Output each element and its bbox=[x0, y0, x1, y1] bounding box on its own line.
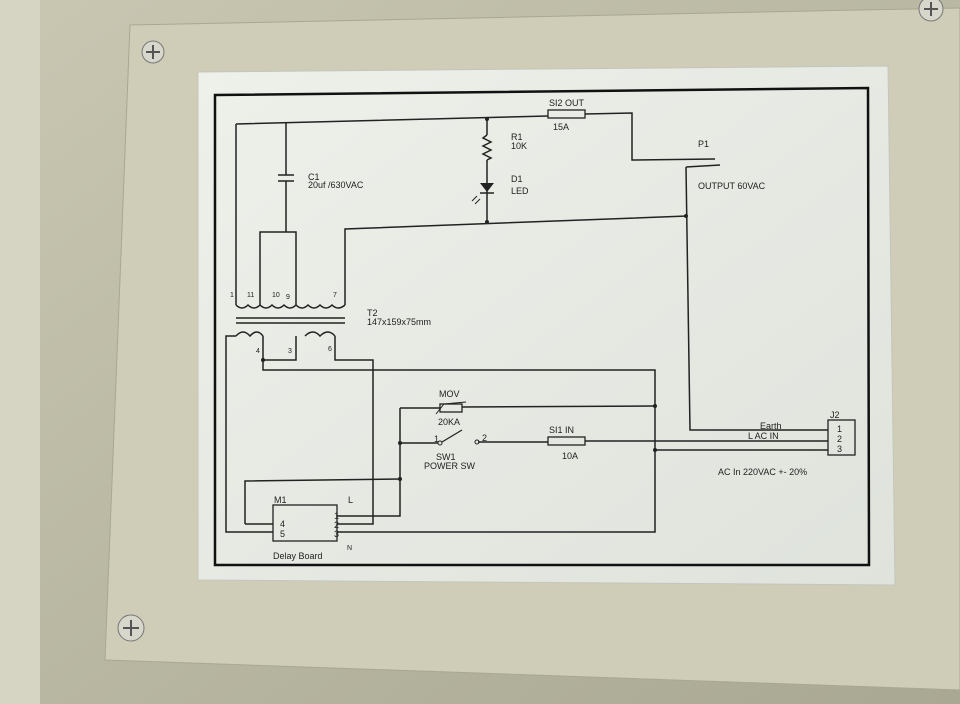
transformer-pin-labels: 1 11 10 9 7 4 3 6 bbox=[230, 292, 337, 355]
line-label: L AC IN bbox=[748, 431, 779, 441]
resistor-value: 10K bbox=[511, 141, 527, 151]
svg-text:4: 4 bbox=[256, 348, 260, 355]
j2-pin-2: 2 bbox=[837, 434, 842, 444]
j2-pin-3: 3 bbox=[837, 444, 842, 454]
delay-board-n: N bbox=[347, 545, 352, 552]
fuse-in-rating: 10A bbox=[562, 451, 578, 461]
m1-pin-2: 2 bbox=[334, 520, 339, 530]
fuse-in-symbol bbox=[547, 436, 586, 446]
svg-text:3: 3 bbox=[288, 348, 292, 355]
left-frame bbox=[0, 0, 40, 704]
transformer-size: 147x159x75mm bbox=[367, 317, 431, 327]
switch-name: SW1 bbox=[436, 452, 456, 462]
capacitor-symbol bbox=[278, 174, 294, 182]
m1-pin-4: 4 bbox=[280, 519, 285, 529]
fuse-out-rating: 15A bbox=[553, 122, 569, 132]
led-symbol bbox=[471, 183, 494, 205]
transformer-symbol bbox=[235, 303, 346, 338]
svg-text:1: 1 bbox=[230, 292, 234, 299]
mov-rating: 20KA bbox=[438, 417, 460, 427]
capacitor-name: C1 bbox=[308, 172, 320, 182]
ac-input-note: AC In 220VAC +- 20% bbox=[718, 467, 807, 477]
switch-pin2: 2 bbox=[482, 433, 487, 443]
svg-text:11: 11 bbox=[247, 292, 254, 299]
svg-text:6: 6 bbox=[328, 346, 332, 353]
output-name: P1 bbox=[698, 139, 709, 149]
svg-text:9: 9 bbox=[286, 294, 290, 301]
led-name: D1 bbox=[511, 174, 523, 184]
sheet-border bbox=[213, 86, 871, 567]
delay-board-label: Delay Board bbox=[273, 551, 323, 561]
m1-pin-5: 5 bbox=[280, 529, 285, 539]
fuse-out-symbol bbox=[547, 109, 586, 119]
j2-pin-1: 1 bbox=[837, 424, 842, 434]
transformer-name: T2 bbox=[367, 308, 378, 318]
j2-connector bbox=[827, 419, 856, 456]
screw-icon bbox=[141, 40, 165, 64]
delay-board-l: L bbox=[348, 495, 353, 505]
fuse-out-name: SI2 OUT bbox=[549, 98, 585, 108]
mov-symbol bbox=[435, 401, 467, 415]
output-label: OUTPUT 60VAC bbox=[698, 181, 766, 191]
resistor-symbol bbox=[481, 134, 493, 161]
diagram-sheet bbox=[197, 65, 896, 586]
fuse-in-name: SI1 IN bbox=[549, 425, 574, 435]
junction-dots bbox=[261, 117, 688, 481]
m1-pin-1: 1 bbox=[334, 511, 339, 521]
led-value: LED bbox=[511, 186, 529, 196]
m1-pin-3: 3 bbox=[334, 529, 339, 539]
mov-name: MOV bbox=[439, 389, 460, 399]
switch-pin1: 1 bbox=[434, 434, 439, 444]
resistor-name: R1 bbox=[511, 132, 523, 142]
switch-symbol bbox=[437, 429, 480, 446]
capacitor-value: 20uf /630VAC bbox=[308, 180, 364, 190]
screw-icon bbox=[918, 0, 944, 22]
connector-name: J2 bbox=[830, 410, 840, 420]
delay-board-box bbox=[272, 504, 338, 542]
screw-icon bbox=[117, 614, 145, 642]
switch-label: POWER SW bbox=[424, 461, 476, 471]
earth-label: Earth bbox=[760, 421, 782, 431]
svg-text:7: 7 bbox=[333, 292, 337, 299]
delay-board-name: M1 bbox=[274, 495, 287, 505]
svg-text:10: 10 bbox=[272, 292, 280, 299]
